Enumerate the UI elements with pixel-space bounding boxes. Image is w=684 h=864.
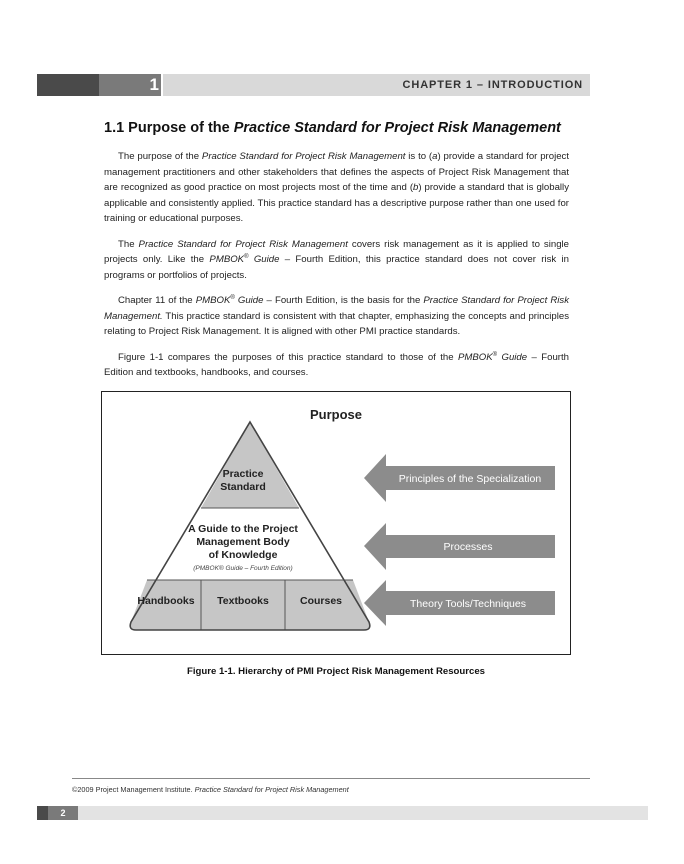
arrow-principles-label: Principles of the Specialization — [399, 473, 542, 485]
p1-d: a — [432, 151, 438, 162]
figure-caption: Figure 1-1. Hierarchy of PMI Project Ris… — [186, 666, 486, 677]
p3-a: Chapter 11 of the — [118, 295, 196, 306]
pyramid-mid-line2: Management Body — [196, 536, 290, 548]
p2-e: ® — [244, 253, 249, 260]
p1-e: ) provide a standard for project managem… — [104, 151, 569, 193]
p1-g: ) provide a standard that is globally ap… — [104, 182, 569, 224]
paragraph-4: Figure 1-1 compares the purposes of this… — [104, 350, 569, 381]
pyramid-body — [130, 422, 370, 630]
pyramid-top-tier — [201, 422, 299, 508]
p4-b: PMBOK — [458, 351, 493, 363]
hierarchy-diagram: Purpose Practice Standard A Guide to the… — [129, 407, 555, 631]
p2-c: covers risk management as it is applied … — [104, 238, 569, 266]
p2-g: – Fourth Edition, this practice standard… — [104, 254, 569, 281]
footer-band-dark — [37, 806, 48, 820]
p2-b: Practice Standard for Project Risk Manag… — [138, 238, 348, 250]
p4-e: – Fourth Edition and textbooks, handbook… — [104, 351, 569, 379]
paragraph-3: Chapter 11 of the PMBOK® Guide – Fourth … — [104, 293, 569, 340]
p3-d: Guide — [234, 295, 264, 306]
p1-c: is to ( — [405, 151, 433, 162]
arrow-theory — [364, 580, 555, 626]
p3-f: Practice Standard for Project Risk Manag… — [104, 295, 569, 322]
footer-copyright: ©2009 Project Management Institute. Prac… — [72, 785, 349, 794]
pyramid-mid-subtitle: (PMBOK® Guide – Fourth Edition) — [193, 564, 292, 572]
p1-a: The purpose of the — [118, 151, 202, 162]
p1-f: b — [413, 182, 419, 193]
pyramid-top-line2: Standard — [220, 481, 266, 493]
figure-hierarchy: Purpose Practice Standard A Guide to the… — [101, 391, 571, 655]
arrow-principles — [364, 454, 555, 502]
section-title: 1.1 Purpose of the Practice Standard for… — [104, 120, 584, 136]
body-text: The purpose of the Practice Standard for… — [104, 149, 569, 391]
p4-c: ® — [492, 351, 498, 358]
footer-rule — [72, 778, 590, 779]
pyramid-base-handbooks: Handbooks — [137, 595, 194, 607]
section-title-lead: 1.1 Purpose of the — [104, 120, 234, 136]
chapter-title: CHAPTER 1 – INTRODUCTION — [402, 79, 583, 91]
figure-heading: Purpose — [310, 407, 362, 422]
arrow-processes-label: Processes — [443, 541, 492, 553]
arrow-theory-label: Theory Tools/Techniques — [410, 598, 526, 610]
page-number: 2 — [48, 806, 78, 820]
p3-e: – Fourth Edition, is the basis for the — [263, 295, 424, 306]
footer-title: Practice Standard for Project Risk Manag… — [194, 785, 349, 794]
header-band-chapter-tab — [99, 74, 161, 96]
chapter-number: 1 — [149, 75, 159, 94]
arrow-processes — [364, 523, 555, 570]
pyramid-top-line1: Practice — [223, 468, 264, 480]
p2-a: The — [118, 238, 139, 250]
section-title-italic: Practice Standard for Project Risk Manag… — [233, 120, 561, 136]
footer-band-light — [78, 806, 648, 820]
p3-g: This practice standard is consistent wit… — [104, 310, 569, 338]
paragraph-2: The Practice Standard for Project Risk M… — [104, 237, 569, 284]
pyramid-base-tier — [130, 580, 370, 630]
p1-b: Practice Standard for Project Risk Manag… — [201, 151, 406, 162]
p2-f: Guide — [248, 254, 280, 265]
pyramid-base-courses: Courses — [300, 595, 342, 607]
header-band-light — [163, 74, 590, 96]
header-band-dark — [37, 74, 99, 96]
pyramid-base-textbooks: Textbooks — [217, 595, 269, 607]
pyramid-outline — [129, 420, 371, 631]
pyramid-mid-line3: of Knowledge — [209, 549, 278, 561]
p2-d: PMBOK — [209, 254, 245, 265]
p3-b: PMBOK — [195, 295, 231, 306]
p4-d: Guide — [497, 351, 528, 363]
footer-copyright-text: ©2009 Project Management Institute. — [72, 785, 195, 794]
pyramid-mid-line1: A Guide to the Project — [188, 523, 298, 535]
p4-a: Figure 1-1 compares the purposes of this… — [118, 351, 458, 363]
p3-c: ® — [230, 294, 235, 301]
paragraph-1: The purpose of the Practice Standard for… — [104, 149, 569, 227]
